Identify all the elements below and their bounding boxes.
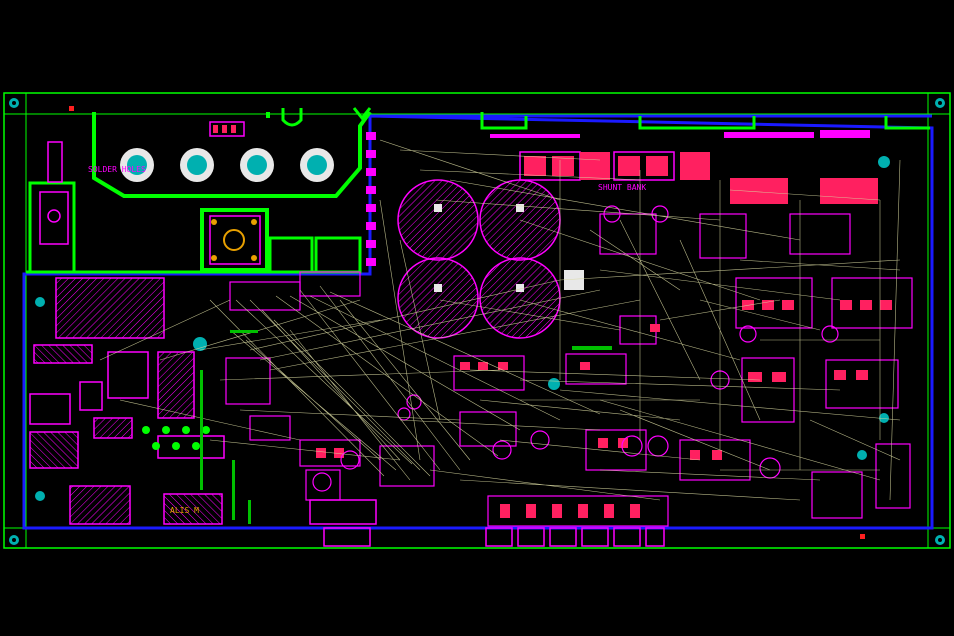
bulk-capacitors — [397, 179, 561, 339]
connector-label: ALIS M — [170, 506, 199, 515]
fuse-component — [39, 141, 69, 245]
solder-hole-pads — [120, 148, 334, 182]
left-pad-strip — [366, 132, 376, 266]
ratsnest — [99, 139, 901, 501]
solder-holes-area — [26, 110, 372, 274]
mounting-holes — [9, 98, 945, 545]
header-pins — [490, 130, 870, 138]
green-marks — [200, 330, 612, 524]
u-connector — [281, 108, 303, 127]
board-edge — [22, 114, 934, 530]
pink-pads — [316, 300, 892, 518]
solder-holes-label: SOLDER HOLES — [88, 165, 146, 174]
y-connector — [352, 107, 372, 121]
left-bottom-components — [29, 277, 225, 525]
component-clusters — [225, 213, 913, 527]
shunt-bank — [519, 151, 878, 204]
shunt-bank-label: SHUNT BANK — [598, 183, 646, 192]
bottom-connectors — [309, 499, 665, 547]
left-pads — [35, 297, 210, 501]
top-edge-connectors — [480, 112, 930, 130]
bridge-rectifier — [209, 215, 261, 265]
cap-pads — [434, 204, 584, 292]
top-connector — [209, 121, 245, 137]
red-markers — [69, 106, 865, 539]
